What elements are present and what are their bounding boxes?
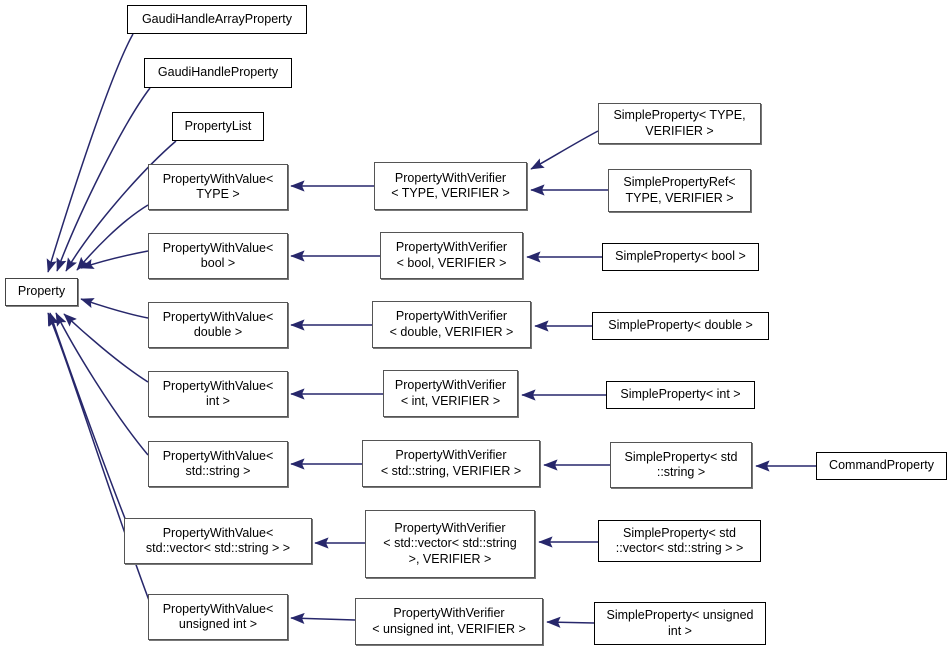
edge-pwv_type-to-property: [76, 204, 149, 271]
node-sp_uint[interactable]: SimpleProperty< unsigned int >: [594, 602, 766, 645]
node-sp_string[interactable]: SimpleProperty< std ::string >: [610, 442, 752, 488]
node-label: GaudiHandleProperty: [157, 65, 279, 80]
node-pwvf_bool[interactable]: PropertyWithVerifier < bool, VERIFIER >: [380, 232, 523, 279]
node-sp_type[interactable]: SimpleProperty< TYPE, VERIFIER >: [598, 103, 761, 144]
edge-gaudi_handle-to-property: [56, 87, 151, 272]
node-spref_type[interactable]: SimplePropertyRef< TYPE, VERIFIER >: [608, 169, 751, 212]
node-sp_vecstring[interactable]: SimpleProperty< std ::vector< std::strin…: [598, 520, 761, 562]
node-label: PropertyWithValue< TYPE >: [162, 171, 274, 202]
edge-gaudi_handle_array-to-property: [46, 33, 134, 273]
edge-pwvf_uint-to-pwv_uint: [290, 612, 356, 625]
node-label: PropertyWithVerifier < int, VERIFIER >: [394, 378, 507, 408]
node-pwvf_string[interactable]: PropertyWithVerifier < std::string, VERI…: [362, 440, 540, 487]
node-pwvf_int[interactable]: PropertyWithVerifier < int, VERIFIER >: [383, 370, 518, 417]
edge-sp_type-to-pwvf_type: [530, 130, 599, 170]
node-label: PropertyWithVerifier < std::string, VERI…: [380, 448, 522, 478]
node-label: SimpleProperty< unsigned int >: [606, 608, 754, 638]
node-label: SimpleProperty< std ::string >: [624, 449, 738, 480]
node-label: PropertyWithValue< bool >: [162, 240, 274, 271]
node-label: SimpleProperty< TYPE, VERIFIER >: [613, 108, 746, 138]
node-sp_bool[interactable]: SimpleProperty< bool >: [602, 243, 759, 271]
node-label: PropertyWithValue< std::vector< std::str…: [145, 525, 291, 556]
node-property[interactable]: Property: [5, 278, 78, 306]
node-label: SimpleProperty< bool >: [615, 249, 746, 264]
node-label: PropertyWithVerifier < double, VERIFIER …: [389, 309, 514, 339]
node-pwv_int[interactable]: PropertyWithValue< int >: [148, 371, 288, 417]
edge-sp_uint-to-pwvf_uint: [546, 616, 595, 628]
node-label: PropertyWithVerifier < std::vector< std:…: [383, 520, 517, 566]
edge-pwv_vecstring-to-property: [49, 312, 127, 522]
node-label: Property: [17, 284, 66, 299]
edge-pwv_string-to-property: [55, 312, 149, 456]
node-gaudi_handle_array[interactable]: GaudiHandleArrayProperty: [127, 5, 307, 34]
node-pwv_uint[interactable]: PropertyWithValue< unsigned int >: [148, 594, 288, 640]
node-label: PropertyWithVerifier < bool, VERIFIER >: [395, 240, 508, 270]
node-pwvf_double[interactable]: PropertyWithVerifier < double, VERIFIER …: [372, 301, 531, 348]
node-label: PropertyWithValue< std::string >: [162, 448, 274, 479]
node-command_property[interactable]: CommandProperty: [816, 452, 947, 480]
node-pwvf_vecstring[interactable]: PropertyWithVerifier < std::vector< std:…: [365, 510, 535, 578]
node-sp_int[interactable]: SimpleProperty< int >: [606, 381, 755, 409]
node-label: CommandProperty: [829, 458, 934, 473]
node-label: PropertyWithValue< int >: [162, 378, 274, 409]
node-label: PropertyWithVerifier < unsigned int, VER…: [372, 606, 526, 636]
node-label: SimpleProperty< std ::vector< std::strin…: [615, 525, 744, 556]
node-pwvf_uint[interactable]: PropertyWithVerifier < unsigned int, VER…: [355, 598, 543, 645]
node-label: SimpleProperty< int >: [620, 387, 741, 402]
node-label: SimplePropertyRef< TYPE, VERIFIER >: [623, 175, 736, 205]
edge-pwv_bool-to-property: [80, 250, 149, 269]
node-label: PropertyWithVerifier < TYPE, VERIFIER >: [391, 170, 510, 201]
node-label: GaudiHandleArrayProperty: [141, 11, 293, 26]
node-pwv_type[interactable]: PropertyWithValue< TYPE >: [148, 164, 288, 210]
node-gaudi_handle[interactable]: GaudiHandleProperty: [144, 58, 292, 88]
node-property_list[interactable]: PropertyList: [172, 112, 264, 141]
node-sp_double[interactable]: SimpleProperty< double >: [592, 312, 769, 340]
node-label: PropertyList: [184, 118, 252, 133]
node-pwv_double[interactable]: PropertyWithValue< double >: [148, 302, 288, 348]
node-label: PropertyWithValue< unsigned int >: [162, 601, 274, 632]
node-pwvf_type[interactable]: PropertyWithVerifier < TYPE, VERIFIER >: [374, 162, 527, 210]
edge-pwv_int-to-property: [63, 313, 149, 383]
node-pwv_bool[interactable]: PropertyWithValue< bool >: [148, 233, 288, 279]
node-label: SimpleProperty< double >: [608, 318, 753, 333]
node-pwv_string[interactable]: PropertyWithValue< std::string >: [148, 441, 288, 487]
node-pwv_vecstring[interactable]: PropertyWithValue< std::vector< std::str…: [124, 518, 312, 564]
edge-pwv_double-to-property: [80, 298, 149, 319]
node-label: PropertyWithValue< double >: [162, 309, 274, 340]
